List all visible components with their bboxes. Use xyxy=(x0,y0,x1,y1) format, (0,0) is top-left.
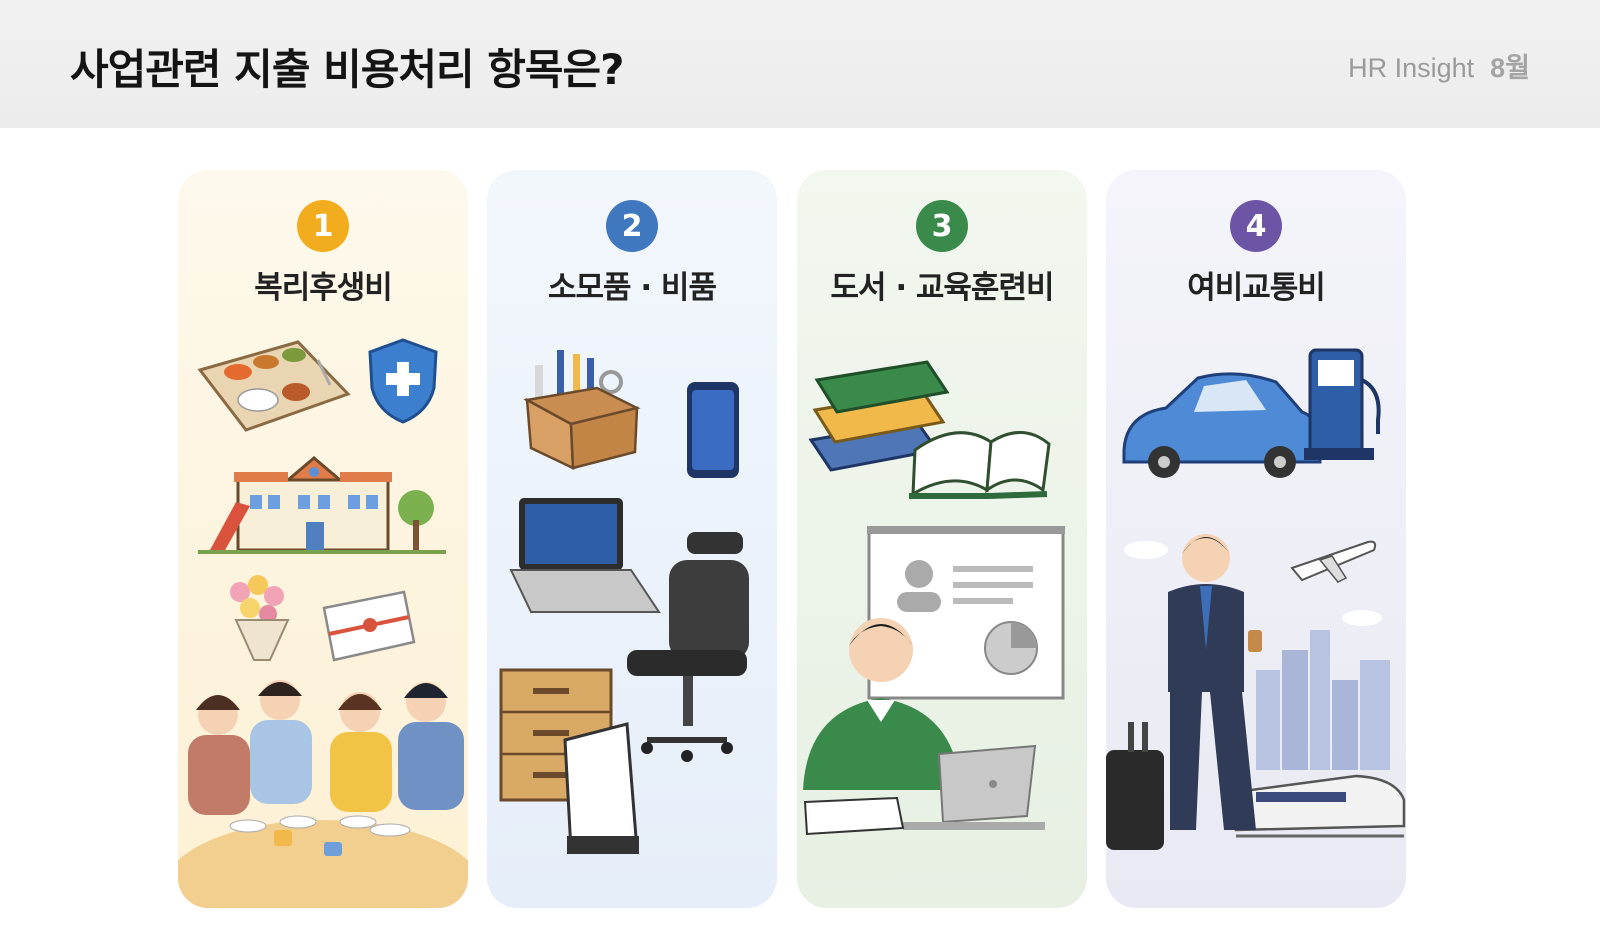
category-title: 도서 · 교육훈련비 xyxy=(830,270,1054,306)
cloud-icon xyxy=(1124,541,1382,626)
laptop-icon xyxy=(509,498,661,613)
category-card-travel: 4 여비교통비 xyxy=(1106,170,1406,908)
health-shield-icon xyxy=(368,338,438,424)
suitcase-icon xyxy=(1106,722,1164,850)
header-bar: 사업관련 지출 비용처리 항목은? HR Insight 8월 xyxy=(0,0,1600,128)
category-card-supplies: 2 소모품 · 비품 xyxy=(487,170,777,908)
number-badge: 3 xyxy=(916,200,968,252)
category-title: 여비교통비 xyxy=(1187,270,1326,306)
car-icon xyxy=(1122,372,1322,478)
studying-person-icon xyxy=(803,618,961,790)
laptop-icon xyxy=(903,744,1045,830)
category-title: 복리후생비 xyxy=(254,270,393,306)
number-badge: 4 xyxy=(1230,200,1282,252)
category-card-welfare: 1 복리후생비 xyxy=(178,170,468,908)
number-badge: 2 xyxy=(606,200,658,252)
business-traveler-icon xyxy=(1168,534,1262,830)
gift-envelope-icon xyxy=(322,590,416,662)
number-badge: 1 xyxy=(297,200,349,252)
issue-month: 8월 xyxy=(1490,53,1530,83)
flower-bouquet-icon xyxy=(230,575,290,661)
office-chair-icon xyxy=(627,532,749,762)
brand-name: HR Insight xyxy=(1348,53,1475,83)
notebook-icon xyxy=(803,796,905,836)
education-illustration xyxy=(803,360,1065,836)
fuel-pump-icon xyxy=(1304,348,1381,460)
airplane-icon xyxy=(1290,540,1377,583)
smartphone-icon xyxy=(687,382,739,478)
category-title: 소모품 · 비품 xyxy=(548,270,717,306)
signboard-icon xyxy=(563,722,639,854)
travel-illustration xyxy=(1106,348,1406,850)
city-skyline-icon xyxy=(1256,630,1390,770)
train-icon xyxy=(1234,774,1406,838)
supplies-illustration xyxy=(499,350,749,854)
category-card-education: 3 도서 · 교육훈련비 xyxy=(797,170,1087,908)
stationery-box-icon xyxy=(523,350,641,471)
welfare-illustration xyxy=(178,338,468,908)
meal-tray-icon xyxy=(197,340,351,432)
book-stack-icon xyxy=(808,360,950,472)
page-title: 사업관련 지출 비용처리 항목은? xyxy=(70,45,625,94)
open-book-icon xyxy=(909,431,1051,499)
staff-gathering-icon xyxy=(178,680,468,908)
brand-label: HR Insight 8월 xyxy=(1348,46,1530,85)
daycare-building-icon xyxy=(198,456,446,554)
